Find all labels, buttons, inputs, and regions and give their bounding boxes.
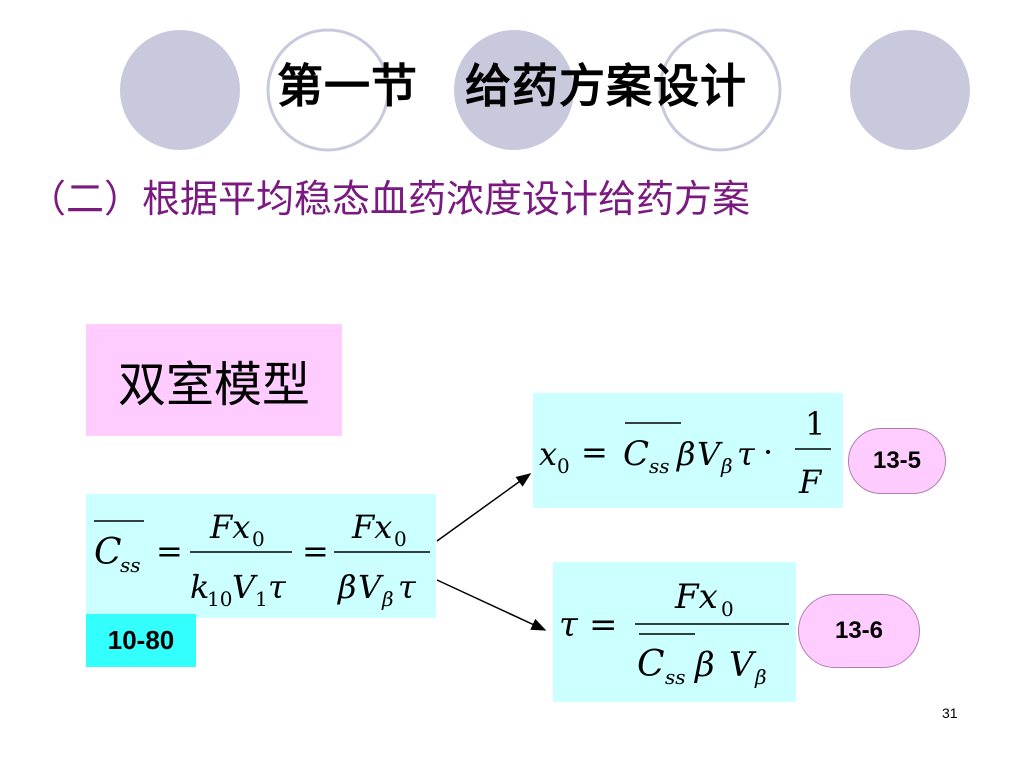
svg-text:β: β — [720, 454, 733, 478]
svg-text:0: 0 — [252, 527, 265, 551]
svg-text:0: 0 — [721, 597, 734, 621]
svg-text:τ: τ — [268, 568, 287, 606]
svg-text:x: x — [539, 435, 557, 473]
deco-circle-1 — [120, 30, 240, 150]
deco-circle-3 — [454, 30, 574, 150]
equation-interval-box: τ = Fx 0 C ss β V β — [553, 562, 796, 702]
svg-text:β: β — [754, 665, 767, 689]
deco-circle-5 — [850, 30, 970, 150]
svg-text:β: β — [337, 568, 357, 606]
title-decoration — [120, 28, 970, 152]
svg-text:Fx: Fx — [674, 577, 718, 617]
svg-text:V: V — [358, 568, 384, 606]
svg-text:C: C — [623, 434, 649, 474]
svg-text:1: 1 — [805, 405, 825, 443]
page-number: 31 — [942, 705, 958, 721]
equation-number-13-6: 13-6 — [798, 594, 920, 668]
svg-text:C: C — [94, 532, 122, 573]
svg-text:ss: ss — [665, 665, 686, 689]
equation-number-13-5: 13-5 — [848, 428, 946, 494]
svg-text:F: F — [798, 463, 823, 501]
svg-text:0: 0 — [557, 454, 570, 478]
model-label-box: 双室模型 — [86, 324, 342, 436]
svg-text:ss: ss — [649, 454, 670, 478]
svg-text:=: = — [302, 532, 329, 570]
equation-dose: x 0 = C ss β V β τ · 1 F — [539, 405, 831, 501]
svg-text:Fx: Fx — [209, 508, 250, 546]
svg-text:0: 0 — [394, 527, 407, 551]
svg-text:=: = — [156, 532, 183, 570]
svg-text:ss: ss — [120, 553, 141, 577]
svg-text:1: 1 — [255, 587, 268, 611]
svg-text:V: V — [729, 645, 757, 685]
equation-dose-box: x 0 = C ss β V β τ · 1 F — [533, 393, 843, 508]
equation-main: C ss = Fx 0 k 10 V 1 τ = Fx 0 β V β τ — [94, 508, 430, 611]
deco-circle-4 — [658, 28, 782, 152]
equation-interval: τ = Fx 0 C ss β V β — [559, 577, 789, 689]
svg-text:·: · — [763, 433, 773, 471]
arrow-to-interval — [436, 579, 547, 631]
arrow-to-dose — [436, 473, 532, 542]
svg-text:10: 10 — [207, 587, 232, 611]
svg-text:V: V — [697, 435, 723, 473]
svg-text:=: = — [589, 605, 618, 645]
svg-text:V: V — [232, 568, 258, 606]
equation-number-10-80: 10-80 — [86, 614, 196, 667]
svg-text:C: C — [637, 644, 665, 685]
page-title: 第一节 给药方案设计 — [277, 59, 747, 113]
svg-text:β: β — [381, 587, 394, 611]
deco-circle-2 — [266, 28, 390, 152]
svg-text:=: = — [581, 433, 608, 471]
model-label: 双室模型 — [117, 357, 310, 413]
equation-main-box: C ss = Fx 0 k 10 V 1 τ = Fx 0 β V β τ — [86, 494, 436, 618]
svg-text:Fx: Fx — [351, 508, 392, 546]
svg-text:τ: τ — [398, 568, 417, 606]
svg-text:τ: τ — [737, 435, 756, 473]
section-subtitle: （二）根据平均稳态血药浓度设计给药方案 — [28, 177, 751, 221]
svg-text:τ: τ — [559, 605, 579, 645]
svg-text:k: k — [190, 568, 209, 606]
svg-text:β: β — [676, 435, 696, 473]
svg-text:β: β — [693, 645, 715, 685]
